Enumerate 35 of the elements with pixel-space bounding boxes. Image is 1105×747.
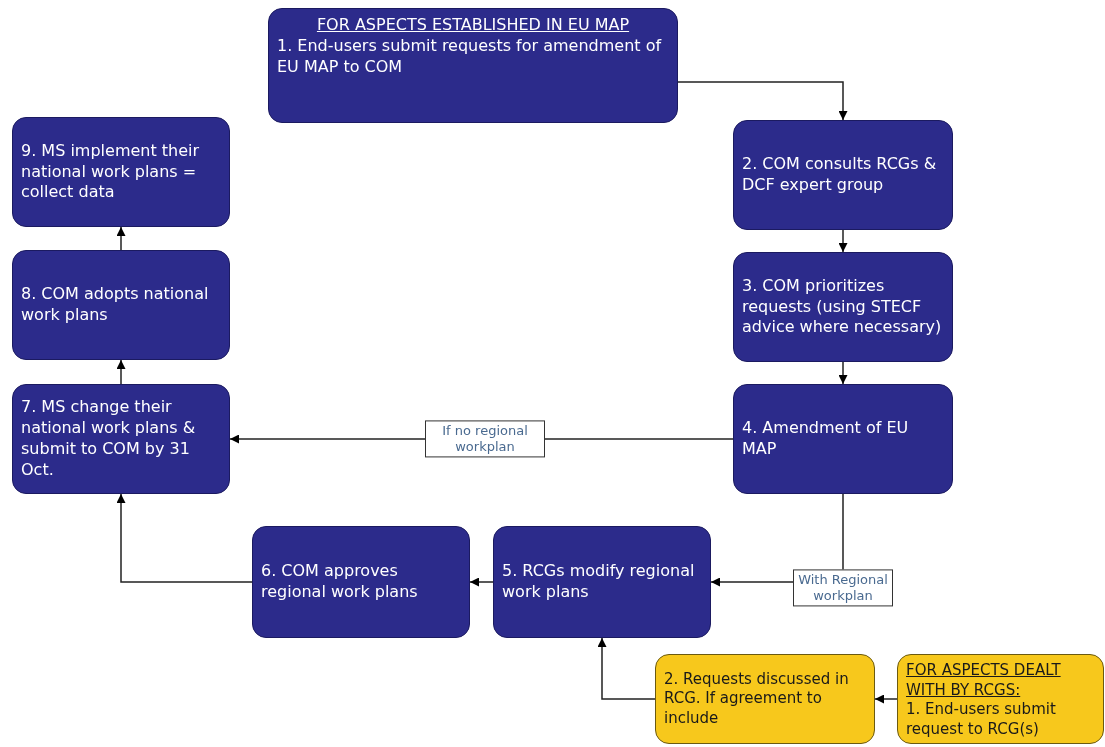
- arrow: [838, 229, 848, 253]
- arrow: [838, 361, 848, 385]
- arrow: [469, 577, 494, 587]
- process-box: [252, 526, 470, 638]
- box-text: 6. COM approves regional work plans: [261, 561, 419, 603]
- arrow: [597, 637, 656, 700]
- process-box: [12, 384, 230, 494]
- arrow: [874, 694, 898, 704]
- box-text: 5. RCGs modify regional work plans: [502, 561, 696, 603]
- process-box: [733, 252, 953, 362]
- box-text: 4. Amendment of EU MAP: [742, 418, 910, 460]
- box-text: 3. COM prioritizes requests (using STECF advice where necessary): [742, 275, 943, 339]
- process-box: [733, 384, 953, 494]
- arrow: [116, 226, 126, 251]
- box-text: 8. COM adopts national work plans: [21, 284, 210, 326]
- process-box: [733, 120, 953, 230]
- box-text: 1. End-users submit request to RCG(s): [906, 700, 1057, 739]
- process-box: [268, 8, 678, 123]
- edge-label: With Regional workplan: [793, 569, 893, 607]
- process-box: [12, 117, 230, 227]
- process-box: [12, 250, 230, 360]
- edge-label: If no regional workplan: [425, 420, 545, 458]
- box-text: 1. End-users submit requests for amendment of EU MAP to COM: [277, 35, 663, 78]
- process-box: [493, 526, 711, 638]
- box-text: 2. COM consults RCGs & DCF expert group: [742, 154, 938, 196]
- arrow: [677, 81, 848, 121]
- box-text: 2. Requests discussed in RCG. If agreement to include: [664, 669, 850, 729]
- box-heading: FOR ASPECTS ESTABLISHED IN EU MAP: [315, 15, 631, 36]
- arrow: [116, 359, 126, 385]
- note-box: [655, 654, 875, 744]
- arrow: [116, 493, 253, 583]
- note-box: [897, 654, 1104, 744]
- box-text: 7. MS change their national work plans & submit to COM by 31 Oct.: [21, 397, 197, 481]
- box-text: 9. MS implement their national work plans = collect data: [21, 140, 201, 204]
- box-heading: FOR ASPECTS DEALT WITH BY RCGS:: [906, 661, 1062, 700]
